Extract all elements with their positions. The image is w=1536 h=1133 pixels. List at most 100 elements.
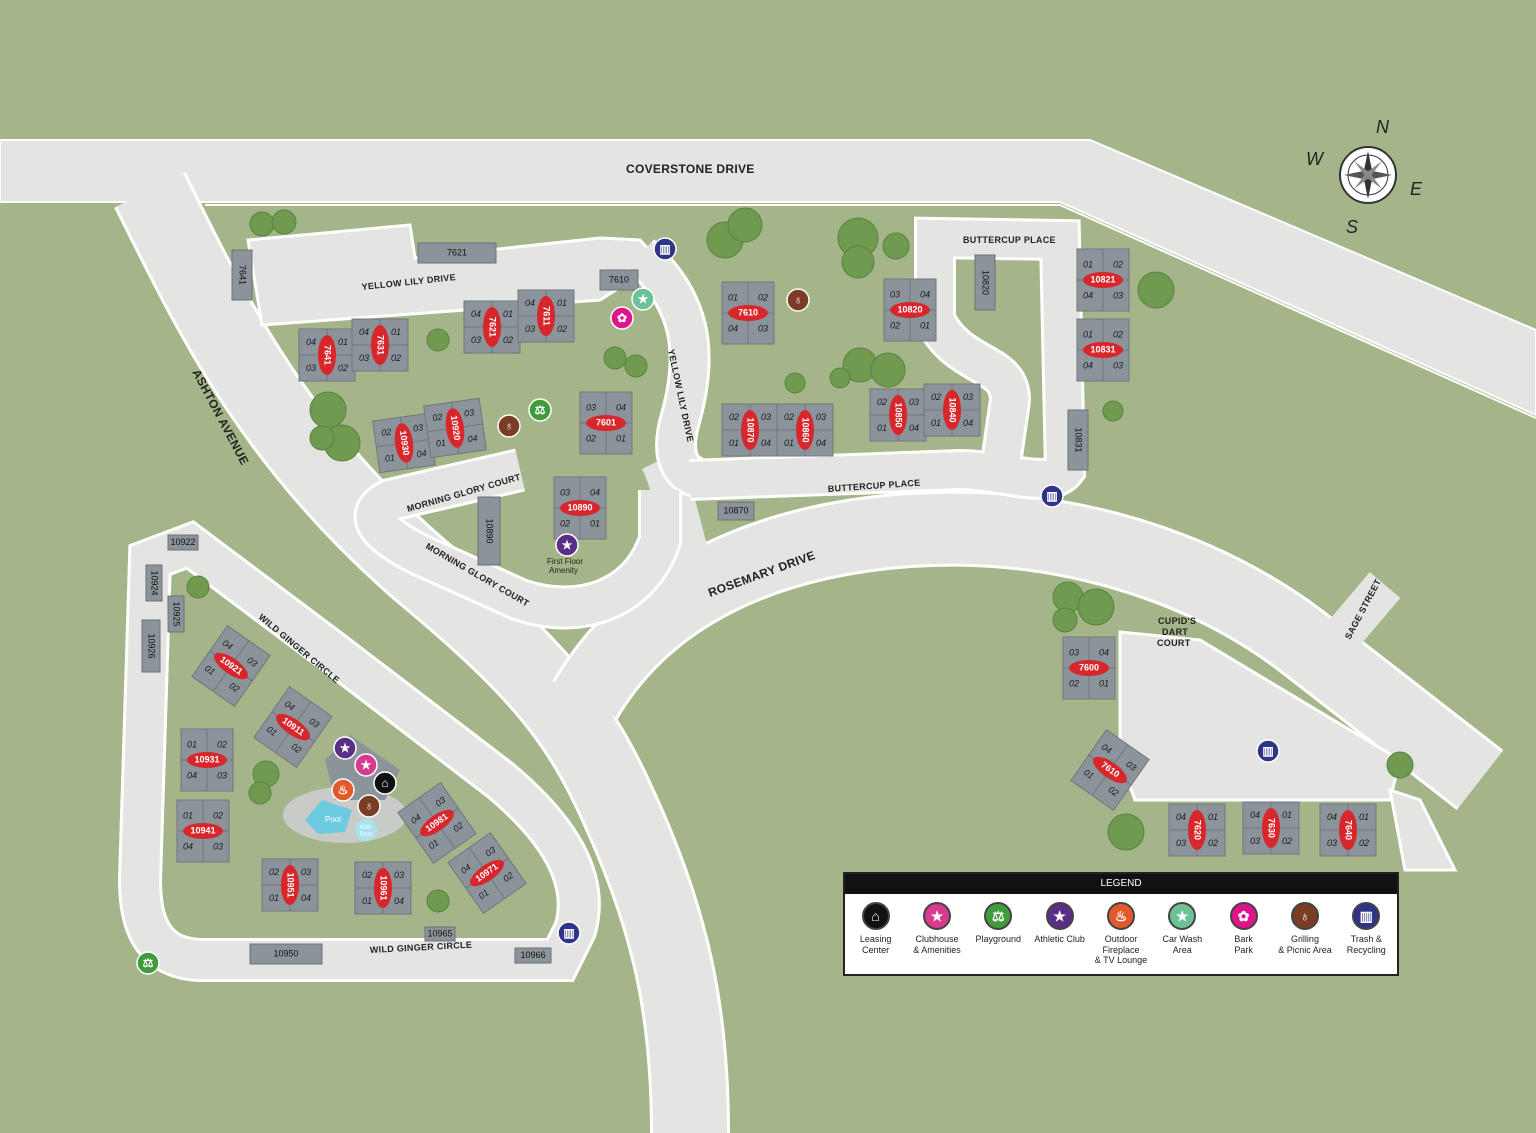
grill-icon[interactable]: ♁ [357, 794, 381, 818]
star-icon: ★ [922, 902, 951, 930]
legend-item-playground: ⚖Playground [968, 902, 1028, 966]
unit-number: 01 [1083, 330, 1093, 340]
unit-number: 01 [187, 740, 197, 750]
unit-number: 02 [289, 741, 303, 755]
building-number-badge [445, 408, 465, 448]
unit-number: 01 [728, 293, 738, 303]
unit-number: 02 [1208, 838, 1218, 848]
grill-icon[interactable]: ♁ [786, 288, 810, 312]
building-number: 7600 [1079, 662, 1099, 672]
trash-icon[interactable]: ▥ [653, 237, 677, 261]
unit-number: 02 [1359, 838, 1369, 848]
unit-number: 01 [590, 519, 600, 529]
unit-number: 03 [394, 870, 404, 880]
legend-label: Playground [975, 934, 1022, 944]
tree [309, 425, 335, 451]
grill-icon: ♁ [1290, 902, 1319, 930]
trash-icon[interactable]: ▥ [557, 921, 581, 945]
seesaw-icon[interactable]: ⚖ [136, 951, 160, 975]
tree [426, 889, 450, 913]
svg-text:▥: ▥ [563, 926, 574, 940]
svg-text:★: ★ [562, 538, 573, 552]
unit-number: 01 [338, 337, 348, 347]
building-number-badge [728, 305, 768, 321]
legend-label: & TV Lounge [1094, 955, 1148, 965]
unit-number: 04 [359, 327, 369, 337]
garage-10925: 10925 [167, 595, 185, 633]
tree [1052, 607, 1078, 633]
building-number: 10930 [398, 430, 411, 456]
unit-number: 01 [435, 437, 446, 448]
svg-text:▥: ▥ [1046, 489, 1057, 503]
unit-number: 02 [1282, 836, 1292, 846]
street-label-cupids-2: DART [1162, 627, 1188, 637]
compass-w: W [1306, 149, 1325, 169]
garage-10950: 10950 [249, 943, 323, 965]
building-number: 10931 [194, 754, 219, 764]
garage-10926: 10926 [141, 619, 161, 673]
star-icon[interactable]: ★ [354, 753, 378, 777]
unit-number: 02 [432, 412, 443, 423]
legend-item-athletic: ★Athletic Club [1030, 902, 1090, 966]
fire-icon: ♨ [1106, 902, 1135, 930]
first-floor-amenity-label-1: First Floor [547, 557, 583, 566]
unit-number: 03 [307, 716, 321, 730]
unit-number: 03 [471, 335, 481, 345]
garage-label: 10924 [150, 570, 160, 595]
unit-number: 04 [471, 309, 481, 319]
building-number: 10941 [190, 825, 215, 835]
star-icon[interactable]: ★ [631, 287, 655, 311]
seesaw-icon[interactable]: ⚖ [528, 398, 552, 422]
unit-number: 02 [338, 363, 348, 373]
tree [784, 372, 806, 394]
leasing-center-icon[interactable]: ⌂ [373, 771, 397, 795]
star-icon[interactable]: ★ [333, 736, 357, 760]
star-icon[interactable]: ★ [555, 533, 579, 557]
tree [603, 346, 627, 370]
svg-text:♨: ♨ [338, 783, 349, 797]
paw-icon[interactable]: ✿ [610, 306, 634, 330]
unit-number: 02 [729, 412, 739, 422]
unit-number: 03 [560, 488, 570, 498]
tree [727, 207, 763, 243]
star-icon: ★ [1168, 902, 1197, 930]
grill-icon[interactable]: ♁ [497, 414, 521, 438]
unit-number: 02 [931, 392, 941, 402]
trash-icon[interactable]: ▥ [1040, 484, 1064, 508]
trash-icon[interactable]: ▥ [1256, 739, 1280, 763]
building-number: 7641 [323, 345, 333, 365]
fire-icon[interactable]: ♨ [331, 778, 355, 802]
garage-10820: 10820 [974, 254, 996, 311]
